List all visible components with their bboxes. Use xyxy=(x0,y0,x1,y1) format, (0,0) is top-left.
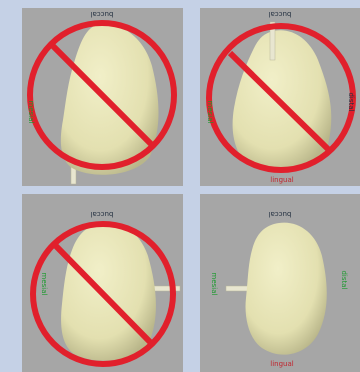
label-mesial: mesial xyxy=(27,101,35,124)
label-lingual: lingual xyxy=(270,360,293,368)
panel-top-left-drawing xyxy=(22,8,183,186)
label-buccal: buccal xyxy=(269,210,292,218)
panel-bottom-right-drawing xyxy=(200,194,360,372)
label-mesial: mesial xyxy=(40,273,48,296)
panel-top-left: buccal mesial xyxy=(22,8,183,186)
panel-top-right: buccal mesial distal lingual xyxy=(200,8,360,186)
label-buccal: buccal xyxy=(91,10,114,18)
tooth-crown-outline xyxy=(61,223,156,361)
label-distal: distal xyxy=(340,270,348,289)
label-distal: distal xyxy=(347,92,355,111)
panel-bottom-right: buccal mesial distal lingual xyxy=(200,194,360,372)
label-buccal: buccal xyxy=(91,210,114,218)
panel-top-right-drawing xyxy=(200,8,360,186)
tooth-crown-outline xyxy=(246,223,327,355)
panel-bottom-left: buccal mesial xyxy=(22,194,183,372)
label-mesial: mesial xyxy=(206,101,214,124)
label-mesial: mesial xyxy=(210,273,218,296)
label-lingual: lingual xyxy=(270,176,293,184)
label-buccal: buccal xyxy=(269,10,292,18)
